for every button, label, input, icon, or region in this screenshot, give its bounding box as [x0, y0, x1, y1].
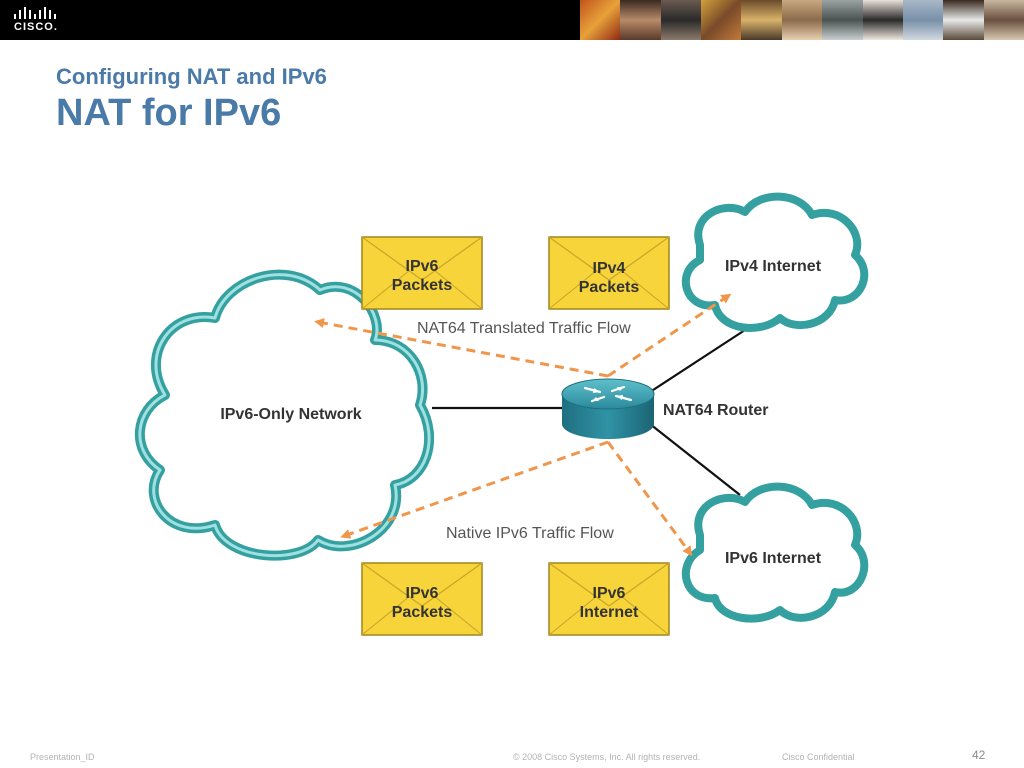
header-photo [580, 0, 621, 40]
header-photo [943, 0, 984, 40]
envelope-line2: Packets [392, 604, 453, 621]
header-photo-strip [580, 0, 1024, 40]
slide-title: NAT for IPv6 [56, 92, 282, 134]
header-photo [781, 0, 823, 40]
envelope-line1: IPv4 [593, 260, 626, 277]
header-photo [822, 0, 863, 40]
header-photo [741, 0, 782, 40]
footer-presentation-id: Presentation_ID [30, 752, 95, 762]
header-photo [620, 0, 661, 40]
envelope-ipv4-packets [548, 236, 670, 310]
link-ipv6-internet [649, 423, 741, 496]
header-photo [862, 0, 903, 40]
envelope-line2: Packets [392, 277, 453, 294]
envelope-line2: Internet [580, 604, 639, 621]
ipv6-internet-label: IPv6 Internet [725, 550, 822, 567]
envelope-line2: Packets [579, 279, 640, 296]
envelope-line1: IPv6 [593, 585, 626, 602]
envelope-ipv6-packets-bottom [361, 562, 483, 636]
header-photo [660, 0, 702, 40]
envelope-line1: IPv6 [406, 585, 439, 602]
slide-subtitle: Configuring NAT and IPv6 [56, 64, 327, 89]
envelope-ipv6-packets-top [361, 236, 483, 310]
header-photo [701, 0, 742, 40]
ipv6-only-network-cloud-highlight [138, 273, 431, 558]
translated-flow-label: NAT64 Translated Traffic Flow [417, 320, 631, 337]
native-flow-arrow-left [340, 440, 609, 539]
footer-confidential: Cisco Confidential [782, 752, 855, 762]
translated-flow-arrow-left [314, 318, 609, 378]
cisco-logo: CISCO. [8, 4, 68, 36]
router-label: NAT64 Router [663, 402, 769, 419]
ipv6-only-network-label: IPv6-Only Network [220, 406, 361, 423]
header-photo [902, 0, 944, 40]
header-bar: CISCO. [0, 0, 1024, 40]
envelope-line1: IPv6 [406, 258, 439, 275]
translated-flow-arrow-right [607, 293, 732, 378]
header-photo [983, 0, 1024, 40]
native-flow-arrow-right [606, 441, 693, 557]
ipv4-internet-label: IPv4 Internet [725, 258, 822, 275]
native-flow-label: Native IPv6 Traffic Flow [446, 525, 614, 542]
footer-copyright: © 2008 Cisco Systems, Inc. All rights re… [513, 752, 701, 762]
nat64-router-icon [561, 378, 655, 439]
link-ipv4-internet [649, 329, 746, 393]
cisco-bars-icon [14, 7, 56, 19]
envelope-ipv6-internet [548, 562, 670, 636]
cisco-logo-text: CISCO. [14, 21, 58, 33]
ipv6-internet-cloud [681, 482, 869, 623]
page-number: 42 [972, 748, 986, 762]
